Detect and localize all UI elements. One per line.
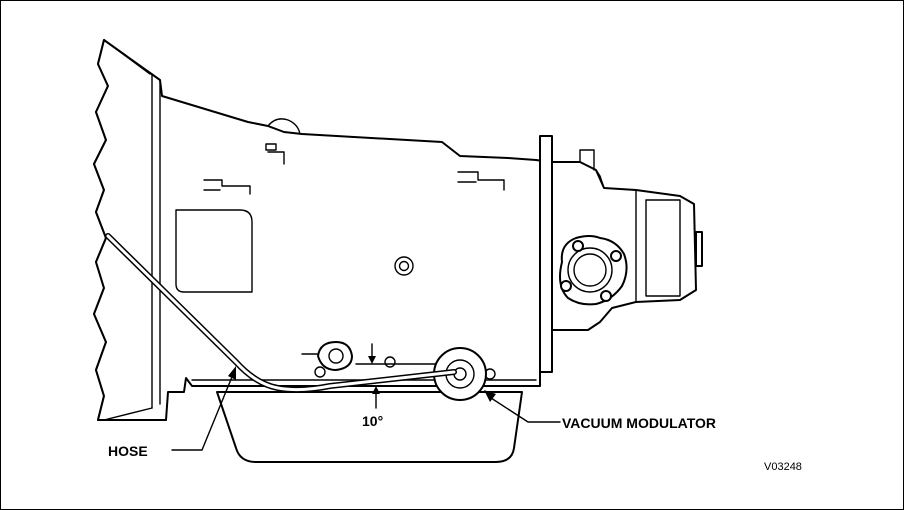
extension-step xyxy=(635,189,681,303)
extension-cap xyxy=(595,169,605,189)
rear-flange xyxy=(539,135,553,373)
case-plug-inner xyxy=(398,260,410,272)
top-boss xyxy=(267,118,301,135)
mount-bolt-4 xyxy=(560,280,572,292)
top-tab-line xyxy=(267,151,285,165)
bell-housing-flange xyxy=(151,73,161,409)
mount-bolt-1 xyxy=(572,240,584,252)
small-plug-2 xyxy=(384,356,396,368)
access-panel xyxy=(175,209,253,293)
mount-bolt-2 xyxy=(610,250,622,262)
modulator-leader-head xyxy=(484,390,496,402)
extension-boss xyxy=(579,149,595,171)
vacuum-hose-core xyxy=(106,234,456,392)
angle-arrow-head xyxy=(368,356,376,364)
top-tab xyxy=(265,143,277,151)
vacuum-modulator-label: VACUUM MODULATOR xyxy=(562,415,716,431)
small-plug-1 xyxy=(314,366,326,378)
governor-bore xyxy=(328,348,344,364)
case-plug-outer xyxy=(394,256,414,276)
oil-pan xyxy=(216,391,523,463)
transmission-case xyxy=(93,39,551,421)
hose-leader xyxy=(171,371,235,451)
speedo-bore-inner xyxy=(573,253,607,287)
bell-flange-lip xyxy=(103,39,153,421)
angle-label: 10° xyxy=(362,413,383,429)
modulator-leader xyxy=(487,395,561,423)
speedo-bore-outer xyxy=(567,247,613,293)
hose-label: HOSE xyxy=(108,443,148,459)
governor-boss xyxy=(317,341,353,371)
tail-seal xyxy=(695,231,703,267)
case-pad-left xyxy=(203,179,251,195)
figure-code: V03248 xyxy=(764,461,802,473)
angle-leader-head xyxy=(372,386,380,394)
mount-bolt-3 xyxy=(600,290,612,302)
hose-leader-head xyxy=(228,366,236,380)
case-pad-right xyxy=(457,171,505,191)
